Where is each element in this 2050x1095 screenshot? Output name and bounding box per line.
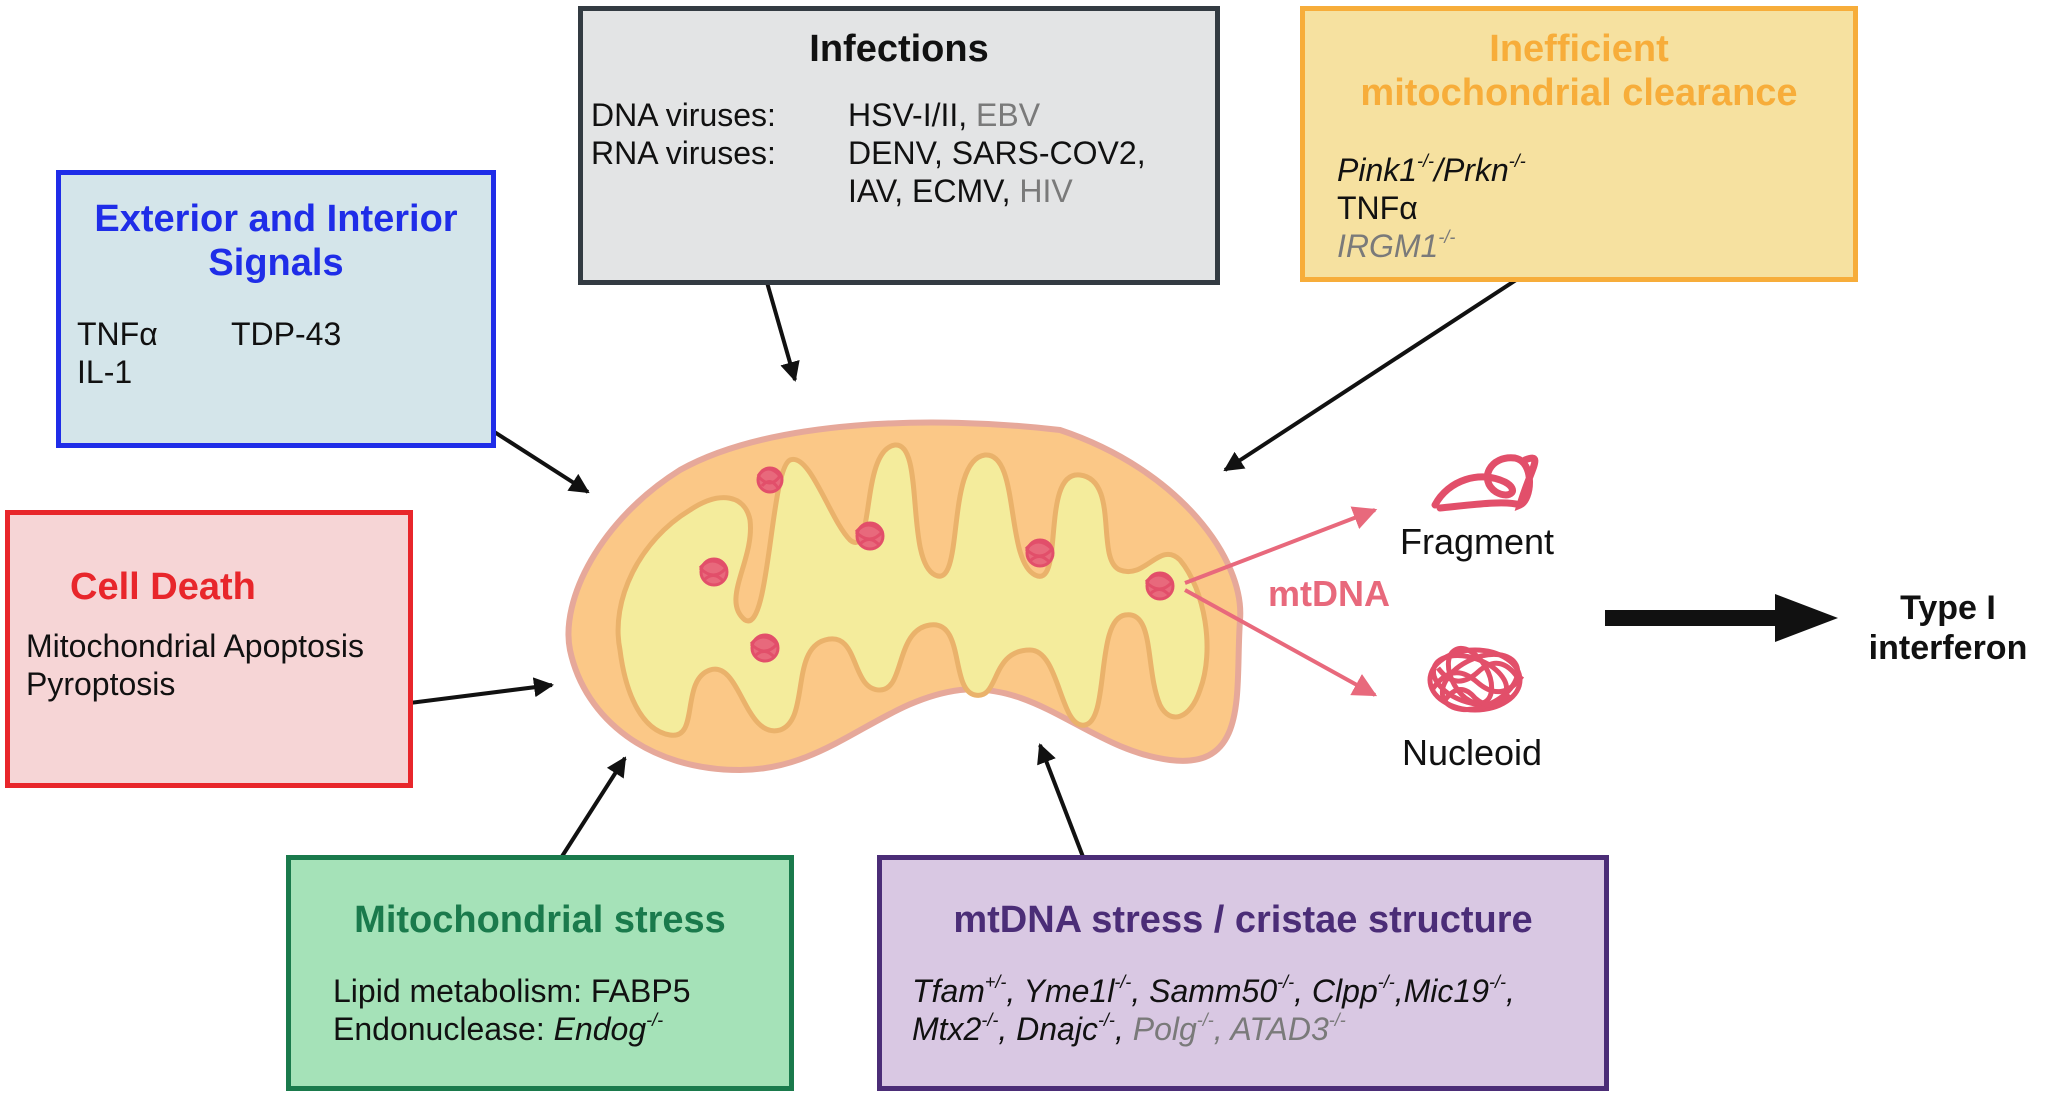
gene-yme1l-sup: -/-: [1114, 972, 1132, 992]
dna-virus-ebv: EBV: [976, 97, 1041, 133]
arrow-mito-stress: [550, 756, 627, 874]
gene-irgm1: IRGM1: [1337, 228, 1439, 264]
exterior-title-line1: Exterior and Interior: [94, 198, 458, 240]
type-i-interferon-line2: interferon: [1868, 629, 2028, 667]
mitochondrion-inner-membrane: [615, 442, 1210, 738]
infections-title: Infections: [809, 28, 989, 70]
gene-pink1-sup: -/-: [1417, 151, 1435, 171]
infections-dna-label: DNA viruses:: [591, 97, 776, 133]
arrow-mtdna-stress: [1037, 743, 1092, 876]
nucleoid-dot: [749, 633, 780, 663]
infections-box: Infections DNA viruses: RNA viruses: HSV…: [578, 6, 1220, 285]
gene-pink1: Pink1: [1337, 152, 1418, 188]
exterior-title-line2: Signals: [208, 242, 344, 284]
nucleoid-dot: [1144, 571, 1175, 601]
inefficient-item-tnfa: TNFα: [1337, 190, 1418, 226]
gene-separator: ,: [1505, 973, 1515, 1009]
arrow-inefficient-clearance: [1223, 246, 1567, 472]
dna-virus-list: HSV-I/II,: [848, 97, 968, 133]
exterior-interior-signals-box: Exterior and Interior Signals TNFα TDP-4…: [56, 170, 496, 448]
exterior-item-tnfa: TNFα: [77, 316, 158, 352]
mtdna-label: mtDNA: [1268, 573, 1390, 614]
infections-dna-list: HSV-I/II, EBV: [848, 96, 1040, 134]
inefficient-gene-pink-prkn: Pink1-/-/Prkn-/-: [1337, 151, 1526, 189]
nucleoid-dot: [1024, 538, 1055, 568]
inefficient-gene-irgm1: IRGM1-/-: [1337, 227, 1455, 265]
gene-separator: ,: [1114, 1011, 1133, 1047]
nucleoid-dots: [698, 466, 1175, 663]
nucleoid-dot: [854, 521, 885, 551]
gene-polg-sup: -/-: [1196, 1010, 1214, 1030]
cell-death-item-pyroptosis: Pyroptosis: [26, 666, 176, 702]
gene-separator: ,: [1131, 973, 1150, 1009]
gene-tfam: Tfam: [912, 973, 985, 1009]
endonuclease-label: Endonuclease:: [333, 1011, 554, 1047]
mito-stress-lipid: Lipid metabolism: FABP5: [333, 973, 691, 1009]
gene-separator: ,: [1006, 973, 1024, 1009]
rna-virus-hiv: HIV: [1019, 173, 1073, 209]
infections-rna-list-line2: IAV, ECMV, HIV: [848, 172, 1073, 210]
mitochondrial-stress-box: Mitochondrial stress Lipid metabolism: F…: [286, 855, 794, 1091]
gene-separator: ,: [1294, 973, 1312, 1009]
gene-separator: ,: [1394, 973, 1404, 1009]
gene-yme1l: Yme1l: [1023, 973, 1115, 1009]
gene-polg: Polg: [1132, 1011, 1197, 1047]
infections-rna-label: RNA viruses:: [591, 135, 776, 171]
nucleoid-dot: [756, 466, 784, 494]
gene-mic19: Mic19: [1403, 973, 1489, 1009]
exterior-item-il1: IL-1: [77, 354, 133, 390]
gene-prkn: Prkn: [1442, 152, 1509, 188]
arrow-to-fragment: [1184, 506, 1378, 585]
gene-mic19-sup: -/-: [1488, 972, 1506, 992]
rna-virus-list: IAV, ECMV,: [848, 173, 1011, 209]
arrow-to-nucleoid: [1184, 588, 1378, 697]
mito-stress-title: Mitochondrial stress: [354, 899, 726, 941]
cell-death-item-apoptosis: Mitochondrial Apoptosis: [26, 628, 364, 664]
gene-samm50-sup: -/-: [1277, 972, 1295, 992]
gene-separator: ,: [1213, 1011, 1231, 1047]
mtdna-stress-genes-line1: Tfam+/-, Yme1l-/-, Samm50-/-, Clpp-/-,Mi…: [912, 972, 1515, 1010]
inefficient-title-line2: mitochondrial clearance: [1360, 72, 1798, 114]
infections-rna-list-line1: DENV, SARS-COV2,: [848, 135, 1146, 171]
gene-tfam-sup: +/-: [984, 972, 1007, 992]
mtdna-stress-genes-line2: Mtx2-/-, Dnajc-/-, Polg-/-, ATAD3-/-: [912, 1010, 1346, 1048]
gene-separator: /: [1434, 152, 1443, 188]
fragment-label: Fragment: [1400, 521, 1555, 562]
type-i-interferon-line1: Type I: [1900, 589, 1996, 627]
gene-atad3: ATAD3: [1230, 1011, 1329, 1047]
arrow-to-interferon: [1605, 594, 1838, 642]
exterior-item-tdp43: TDP-43: [231, 316, 342, 352]
cell-death-title: Cell Death: [70, 566, 256, 608]
fragment-dna-icon: [1431, 454, 1539, 512]
mito-stress-endonuclease: Endonuclease: Endog-/-: [333, 1010, 663, 1048]
nucleoid-label: Nucleoid: [1402, 732, 1543, 773]
gene-separator: ,: [998, 1011, 1017, 1047]
cell-death-box: Cell Death Mitochondrial Apoptosis Pyrop…: [5, 510, 413, 788]
gene-dnajc: Dnajc: [1016, 1011, 1098, 1047]
nucleoid-dot: [698, 557, 729, 587]
gene-irgm1-sup: -/-: [1438, 227, 1456, 247]
inefficient-title-line1: Inefficient: [1489, 28, 1669, 70]
gene-atad3-sup: -/-: [1328, 1010, 1346, 1030]
gene-endog-sup: -/-: [646, 1010, 664, 1030]
gene-samm50: Samm50: [1149, 973, 1278, 1009]
gene-dnajc-sup: -/-: [1097, 1010, 1115, 1030]
gene-endog: Endog: [553, 1011, 647, 1047]
gene-clpp-sup: -/-: [1377, 972, 1395, 992]
gene-mtx2-sup: -/-: [981, 1010, 999, 1030]
nucleoid-dna-icon: [1427, 646, 1525, 713]
mtdna-stress-box: mtDNA stress / cristae structure Tfam+/-…: [877, 855, 1609, 1091]
mtdna-stress-title: mtDNA stress / cristae structure: [953, 899, 1533, 941]
inefficient-clearance-box: Inefficient mitochondrial clearance Pink…: [1300, 6, 1858, 282]
gene-clpp: Clpp: [1311, 973, 1378, 1009]
gene-prkn-sup: -/-: [1508, 151, 1526, 171]
gene-mtx2: Mtx2: [912, 1011, 982, 1047]
